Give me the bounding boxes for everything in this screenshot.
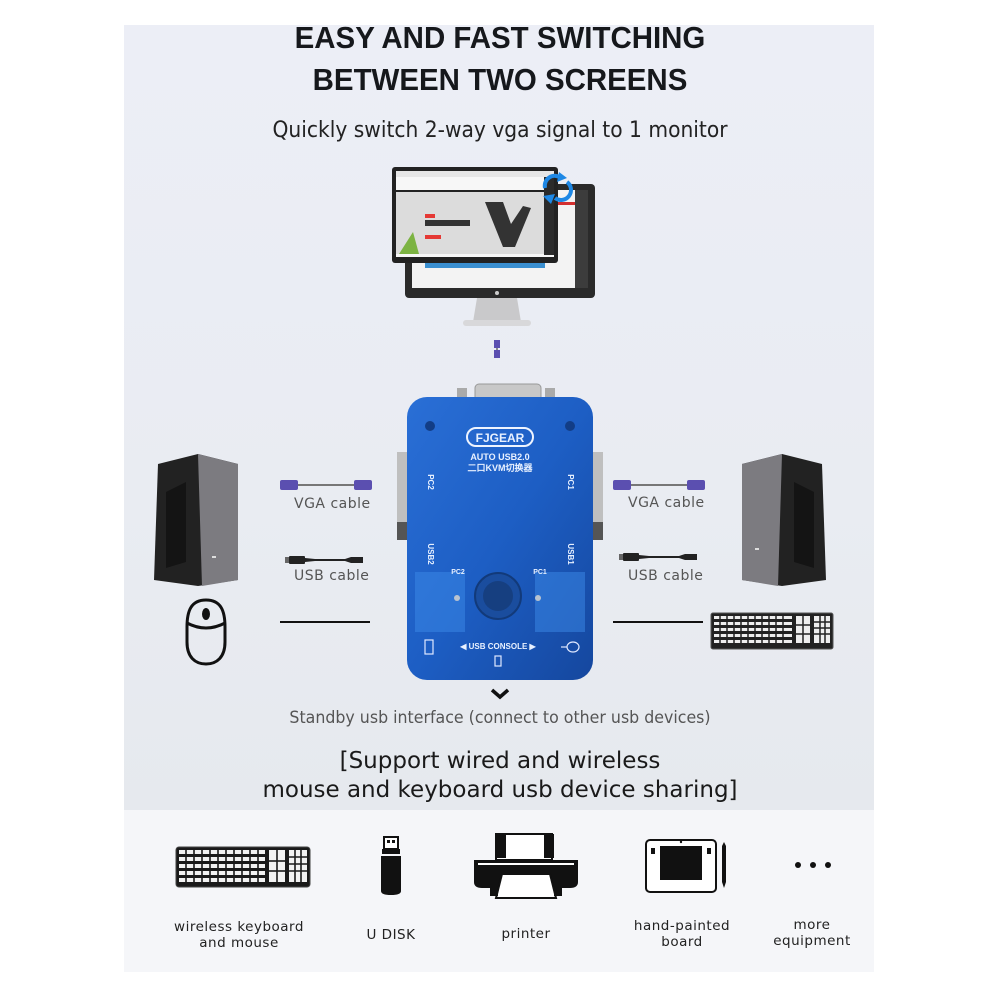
mouse-icon: [185, 598, 227, 666]
usb-cable-left-label: USB cable: [294, 568, 370, 584]
usb-cable-right-icon: [619, 553, 697, 561]
monitor-illustration: [392, 167, 595, 358]
led-label-pc1: PC1: [533, 569, 547, 576]
model-line2: 二口KVM切换器: [468, 462, 534, 473]
vga-cable-left-icon: [280, 480, 372, 490]
support-text-line1: [Support wired and wireless: [339, 748, 661, 774]
page-title-line2: BETWEEN TWO SCREENS: [312, 62, 688, 97]
port-label-usb1: USB1: [566, 543, 575, 565]
usb-drive-icon: [381, 836, 401, 895]
keyboard-icon: [710, 612, 834, 650]
device-label-tablet: hand-painted board: [633, 918, 731, 950]
usb-port-icon: [494, 655, 502, 667]
vga-connector-icon: [494, 340, 500, 358]
usb-cable-left-icon: [285, 556, 363, 564]
device-label-udisk: U DISK: [366, 927, 416, 943]
vga-cable-left-label: VGA cable: [294, 496, 371, 512]
connection-line-right: [613, 621, 703, 623]
brand-logo: FJGEAR: [476, 431, 525, 445]
chevron-down-icon: [490, 688, 510, 700]
vga-cable-right-label: VGA cable: [628, 495, 705, 511]
device-label-keyboard: wireless keyboard and mouse: [174, 919, 304, 951]
keyboard-icon: [175, 846, 311, 888]
mouse-port-icon: [561, 641, 580, 653]
connection-line-left: [280, 621, 370, 623]
more-icon: [795, 862, 831, 868]
usb-console-label: ◀ USB CONSOLE ▶: [459, 642, 536, 651]
pc-tower-left: [154, 454, 238, 586]
printer-icon: [474, 833, 578, 899]
pc-tower-right: [742, 454, 826, 586]
led-pc1: [535, 595, 541, 601]
port-label-usb2: USB2: [426, 543, 435, 565]
drawing-tablet-icon: [645, 839, 726, 893]
usb-cable-right-label: USB cable: [628, 568, 704, 584]
port-label-pc2: PC2: [426, 474, 435, 490]
switch-arrows-icon: [542, 172, 573, 204]
device-label-more: more equipment: [773, 917, 851, 949]
page-title-line1: EASY AND FAST SWITCHING: [294, 20, 706, 55]
keyboard-port-icon: [424, 639, 434, 655]
led-label-pc2: PC2: [451, 569, 465, 576]
support-text-line2: mouse and keyboard usb device sharing]: [262, 777, 738, 803]
standby-usb-note: Standby usb interface (connect to other …: [289, 708, 711, 728]
model-line1: AUTO USB2.0: [470, 452, 529, 462]
page-subtitle: Quickly switch 2-way vga signal to 1 mon…: [272, 118, 728, 143]
monitor-front: [392, 167, 558, 263]
port-label-pc1: PC1: [566, 474, 575, 490]
device-label-printer: printer: [501, 926, 551, 942]
kvm-switch-device: FJGEAR AUTO USB2.0 二口KVM切换器 PC2 PC1 USB2…: [397, 383, 603, 680]
vga-cable-right-icon: [613, 480, 705, 490]
switch-button[interactable]: [474, 572, 522, 620]
led-pc2: [454, 595, 460, 601]
